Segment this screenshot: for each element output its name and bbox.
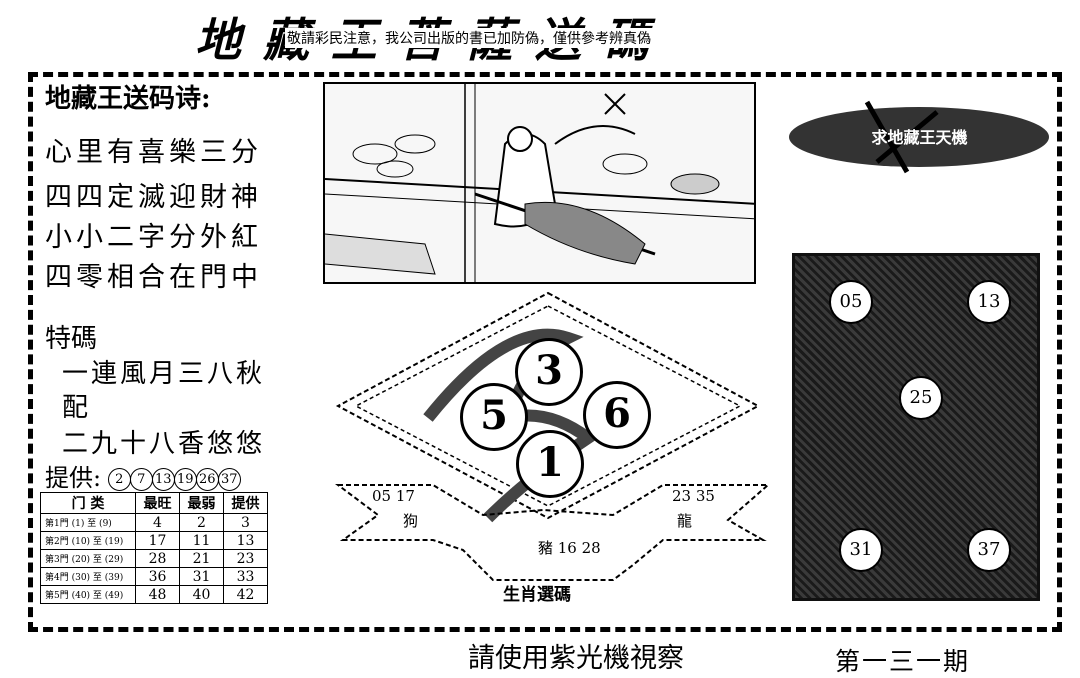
cell: 42 xyxy=(223,585,268,604)
cell: 2 xyxy=(179,513,224,532)
row-label: 第1門 (1) 至 (9) xyxy=(40,513,136,532)
scholar-drawing xyxy=(325,84,754,282)
zodiac-right-animal: 龍 xyxy=(677,512,693,530)
gift-number: 7 xyxy=(129,468,153,491)
zodiac-banner-shape xyxy=(335,484,771,581)
zodiac-left-animal: 狗 xyxy=(403,512,419,530)
gift-number: 37 xyxy=(217,468,241,491)
table-row: 第1門 (1) 至 (9) 4 2 3 xyxy=(40,513,268,532)
cell: 13 xyxy=(223,531,268,550)
cell: 11 xyxy=(179,531,224,550)
gift-number: 2 xyxy=(107,468,131,491)
poem-heading: 地藏王送码诗: xyxy=(45,84,211,114)
table-header: 门 类 xyxy=(40,492,136,514)
special-line: 二九十八香悠悠 xyxy=(62,429,266,459)
cell: 23 xyxy=(223,549,268,568)
dark-number: 13 xyxy=(967,280,1011,324)
dashed-frame xyxy=(28,72,1062,632)
row-label: 第2門 (10) 至 (19) xyxy=(40,531,136,550)
oval-shape xyxy=(789,100,1049,174)
cell: 36 xyxy=(135,567,180,586)
issue-number: 第一三一期 xyxy=(835,647,971,676)
dark-number: 31 xyxy=(839,528,883,572)
zodiac-banner-label: 生肖選碼 xyxy=(503,585,571,605)
special-label: 特碼 xyxy=(45,324,98,354)
special-line: 配 xyxy=(62,393,89,423)
table-row: 第3門 (20) 至 (29) 28 21 23 xyxy=(40,549,268,568)
heaven-oval: 求地藏王天機 xyxy=(787,97,1052,175)
gift-label: 提供: xyxy=(45,464,102,492)
poem-line: 四零相合在門中 xyxy=(45,262,262,293)
lucky-ball: 3 xyxy=(515,338,583,406)
table-header: 最弱 xyxy=(179,492,224,514)
lucky-ball: 6 xyxy=(583,381,651,449)
poem-line: 心里有喜樂三分 xyxy=(45,137,262,168)
row-label: 第3門 (20) 至 (29) xyxy=(40,549,136,568)
table-row: 第5門 (40) 至 (49) 48 40 42 xyxy=(40,585,268,604)
zodiac-center: 豬 16 28 xyxy=(538,539,601,557)
poem-line: 小小二字分外紅 xyxy=(45,222,262,253)
dark-number: 05 xyxy=(829,280,873,324)
gift-number: 13 xyxy=(151,468,175,491)
zodiac-left-numbers: 05 17 xyxy=(372,487,415,505)
cell: 31 xyxy=(179,567,224,586)
lucky-ball: 1 xyxy=(516,430,584,498)
oval-text: 求地藏王天機 xyxy=(871,128,968,147)
cell: 3 xyxy=(223,513,268,532)
page-title: 地藏王菩薩送碼 敬請彩民注意，我公司出版的書已加防偽，僅供參考辨真偽 xyxy=(195,4,875,67)
table-header: 最旺 xyxy=(135,492,180,514)
cell: 33 xyxy=(223,567,268,586)
lucky-ball: 5 xyxy=(460,383,528,451)
row-label: 第4門 (30) 至 (39) xyxy=(40,567,136,586)
cell: 48 xyxy=(135,585,180,604)
poem-line: 四四定滅迎財神 xyxy=(45,182,262,213)
gift-number: 19 xyxy=(173,468,197,491)
dark-number: 37 xyxy=(967,528,1011,572)
dark-number-panel: 05 13 25 31 37 xyxy=(792,253,1040,601)
gift-number: 26 xyxy=(195,468,219,491)
cell: 17 xyxy=(135,531,180,550)
table-header: 提供 xyxy=(223,492,268,514)
cell: 21 xyxy=(179,549,224,568)
table-row: 第2門 (10) 至 (19) 17 11 13 xyxy=(40,531,268,550)
zodiac-right-numbers: 23 35 xyxy=(672,487,715,505)
door-table: 门 类 最旺 最弱 提供 第1門 (1) 至 (9) 4 2 3 第2門 (10… xyxy=(40,492,268,604)
cell: 4 xyxy=(135,513,180,532)
cell: 28 xyxy=(135,549,180,568)
special-line: 一連風月三八秋 xyxy=(62,359,266,389)
table-row: 第4門 (30) 至 (39) 36 31 33 xyxy=(40,567,268,586)
cell: 40 xyxy=(179,585,224,604)
title-subtitle: 敬請彩民注意，我公司出版的書已加防偽，僅供參考辨真偽 xyxy=(285,28,653,48)
scholar-illustration xyxy=(323,82,756,284)
footer-note: 請使用紫光機視察 xyxy=(468,643,684,674)
dark-number: 25 xyxy=(899,376,943,420)
row-label: 第5門 (40) 至 (49) xyxy=(40,585,136,604)
